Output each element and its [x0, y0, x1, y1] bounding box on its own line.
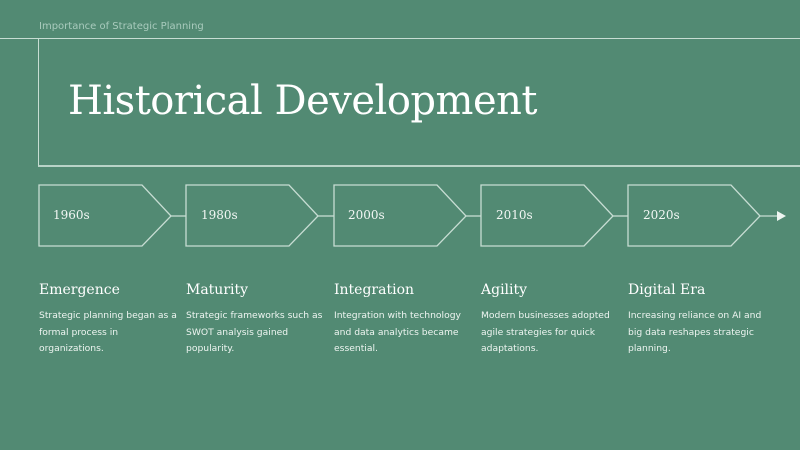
- section-label: Importance of Strategic Planning: [39, 21, 204, 32]
- timeline-pentagon-1: [38, 184, 172, 247]
- page-title: Historical Development: [68, 78, 537, 124]
- timeline-year-5: 2020s: [643, 208, 680, 222]
- timeline-pentagon-3: [333, 184, 467, 247]
- timeline-pentagon-4: [480, 184, 614, 247]
- era-description: Modern businesses adopted agile strategi…: [481, 310, 610, 354]
- timeline-year-1: 1960s: [53, 208, 90, 222]
- timeline-year-3: 2000s: [348, 208, 385, 222]
- timeline-column-5: Digital Era Increasing reliance on AI an…: [628, 282, 768, 358]
- era-description: Strategic planning began as a formal pro…: [39, 310, 177, 354]
- timeline-year-4: 2010s: [496, 208, 533, 222]
- timeline-column-1: Emergence Strategic planning began as a …: [39, 282, 179, 358]
- era-description: Integration with technology and data ana…: [334, 310, 461, 354]
- timeline-pentagon-2: [185, 184, 319, 247]
- era-title: Maturity: [186, 282, 249, 298]
- timeline-arrows: [38, 184, 786, 247]
- era-title: Integration: [334, 282, 415, 298]
- timeline-year-2: 1980s: [201, 208, 238, 222]
- timeline-column-4: Agility Modern businesses adopted agile …: [481, 282, 621, 358]
- header-divider: [0, 38, 800, 39]
- timeline-column-2: Maturity Strategic frameworks such as SW…: [186, 282, 326, 358]
- era-description: Increasing reliance on AI and big data r…: [628, 310, 762, 354]
- title-frame: [38, 38, 800, 167]
- era-title: Agility: [481, 282, 528, 298]
- arrowhead-icon: [777, 211, 786, 221]
- era-title: Emergence: [39, 282, 120, 298]
- era-description: Strategic frameworks such as SWOT analys…: [186, 310, 323, 354]
- timeline-column-3: Integration Integration with technology …: [334, 282, 474, 358]
- era-title: Digital Era: [628, 282, 706, 298]
- timeline-pentagon-5: [627, 184, 761, 247]
